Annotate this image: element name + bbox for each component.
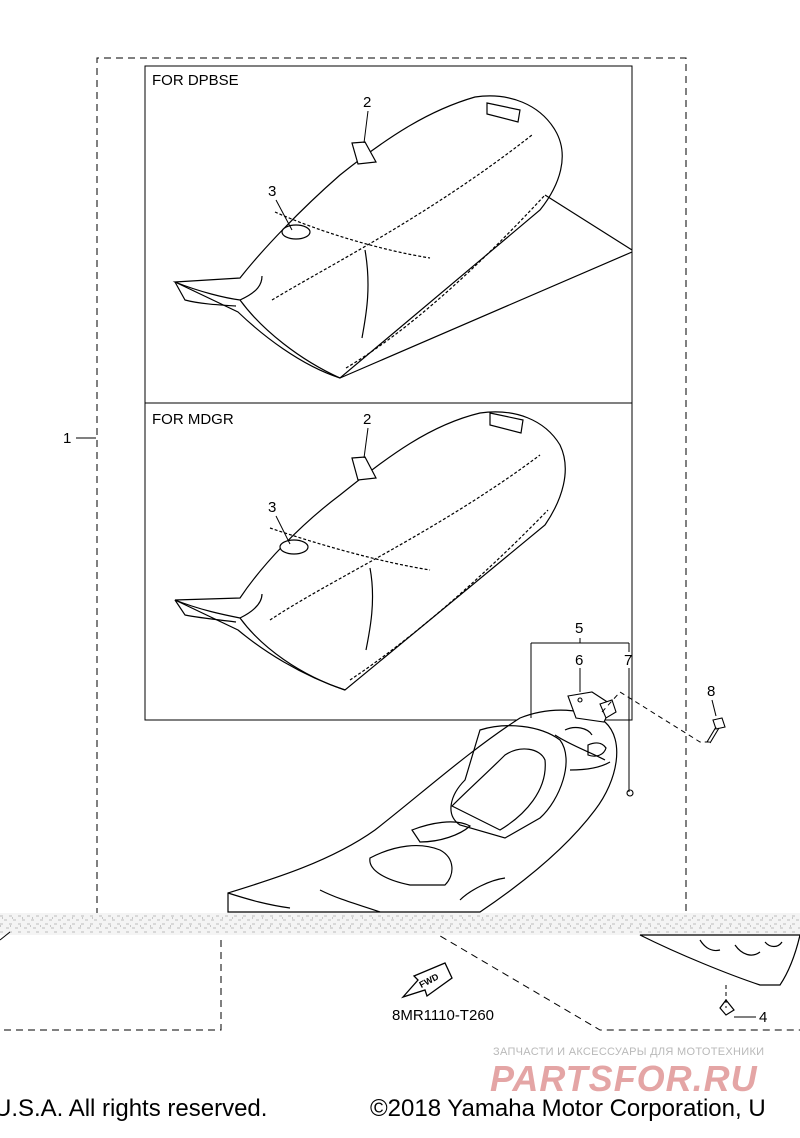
hull-deck (227, 709, 618, 913)
part-number-4: 4 (759, 1009, 767, 1026)
fwd-arrow-icon: FWD (400, 962, 453, 999)
bolt-8 (706, 717, 726, 744)
part-number-1: 1 (63, 430, 71, 447)
part-number-5: 5 (575, 620, 583, 637)
box-title-mdgr: FOR MDGR (152, 411, 234, 428)
part-number-6: 6 (575, 652, 583, 669)
footer-copyright-left: U.S.A. All rights reserved. (0, 1095, 268, 1122)
watermark-tagline: ЗАПЧАСТИ И АКСЕССУАРЫ ДЛЯ МОТОТЕХНИКИ (493, 1046, 764, 1058)
lower-left-fragment (0, 931, 11, 941)
callout-3-mdgr: 3 (268, 499, 291, 545)
callout-3-dpbse: 3 (268, 183, 293, 231)
part-number-2-dpbse: 2 (363, 94, 371, 111)
hull-fragment-4 (639, 934, 800, 1016)
footer-copyright-right: ©2018 Yamaha Motor Corporation, U (370, 1095, 766, 1122)
assembly-boundary (0, 57, 800, 1031)
scan-tear-band (0, 913, 800, 935)
bracket-assembly (567, 691, 634, 797)
variant-box-dpbse: FOR DPBSE 2 3 (144, 65, 633, 404)
callout-4: 4 (725, 985, 767, 1026)
part-number-7: 7 (624, 652, 632, 669)
callout-lines-5-8 (530, 638, 717, 792)
callout-2-dpbse: 2 (363, 94, 371, 144)
callout-1: 1 (63, 430, 96, 447)
diagram-code: 8MR1110-T260 (392, 1007, 494, 1024)
part-number-3-mdgr: 3 (268, 499, 276, 516)
callout-2-mdgr: 2 (363, 411, 371, 459)
part-number-3-dpbse: 3 (268, 183, 276, 200)
watermark-brand: PARTSFOR.RU (490, 1058, 758, 1099)
box-title-dpbse: FOR DPBSE (152, 72, 239, 89)
seat-mdgr (174, 411, 566, 691)
part-number-8: 8 (707, 683, 715, 700)
watermark: ЗАПЧАСТИ И АКСЕССУАРЫ ДЛЯ МОТОТЕХНИКИ PA… (490, 1046, 764, 1099)
seat-dpbse (172, 95, 633, 379)
variant-box-mdgr: FOR MDGR 2 3 (144, 402, 633, 721)
part-number-2-mdgr: 2 (363, 411, 371, 428)
